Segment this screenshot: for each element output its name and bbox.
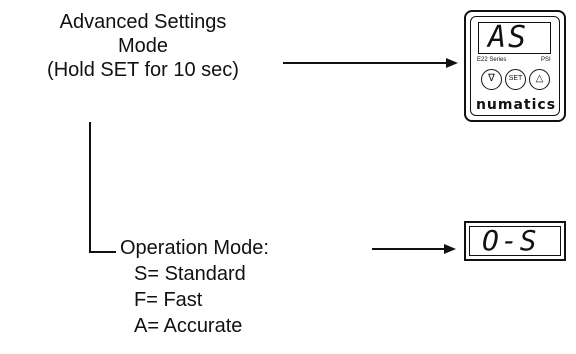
operation-mode-display-text: O-S [469,226,561,256]
device-series-label: E22 Series [477,57,507,63]
operation-mode-option-accurate: A= Accurate [134,315,243,337]
operation-mode-option-standard: S= Standard [134,263,246,285]
advanced-settings-label: Advanced Settings Mode (Hold SET for 10 … [5,10,281,82]
advanced-settings-line-3: (Hold SET for 10 sec) [47,59,239,81]
advanced-settings-line-1: Advanced Settings [59,11,227,33]
operation-mode-display: O-S [464,221,566,261]
down-arrow-button[interactable]: ∇ [481,69,502,90]
set-button[interactable]: SET [505,69,526,90]
operation-mode-option-fast: F= Fast [134,289,203,311]
up-arrow-button[interactable]: △ [529,69,550,90]
device-face: AS E22 Series PSI ∇ SET △ numatics [470,16,560,116]
device-unit-label: PSI [541,57,551,63]
pressure-switch-device: AS E22 Series PSI ∇ SET △ numatics [464,10,566,122]
brand-logo: numatics [475,97,557,113]
operation-mode-title: Operation Mode: [120,237,269,259]
device-display: AS [478,22,551,54]
advanced-settings-line-2: Mode [117,35,169,57]
